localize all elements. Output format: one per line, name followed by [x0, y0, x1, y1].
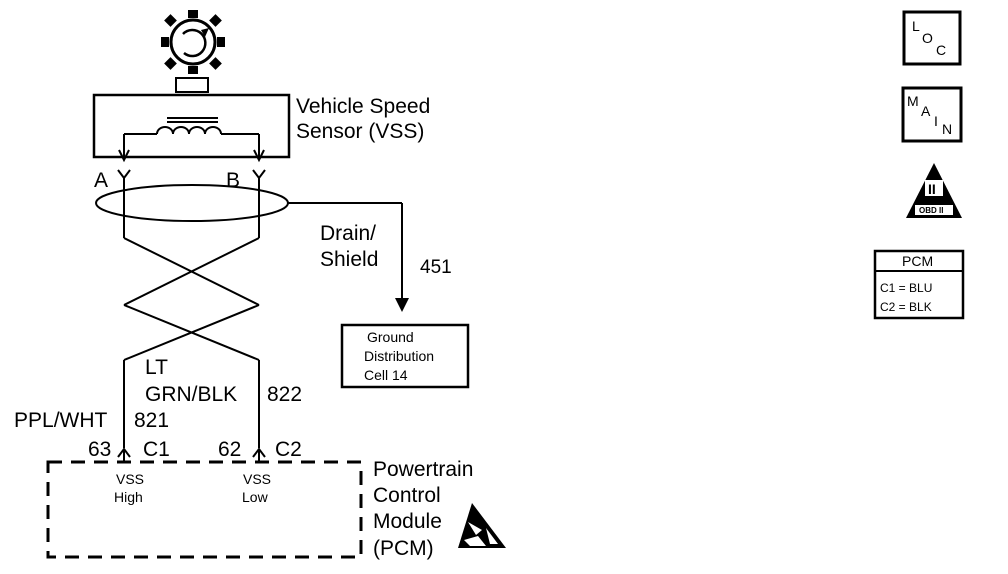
loc-symbol: L O C	[902, 10, 962, 66]
main-letter-a: A	[921, 103, 931, 119]
main-letter-i: I	[934, 113, 938, 129]
rotor-icon	[161, 10, 225, 93]
loc-letter-c: C	[936, 42, 946, 58]
vss-low-line2: Low	[242, 489, 269, 505]
vss-sensor-box	[92, 93, 291, 163]
pcm-name-line3: Module	[373, 510, 442, 533]
obd-text: OBD II	[919, 206, 943, 215]
terminal-a-label: A	[94, 169, 108, 192]
vss-high-line2: High	[114, 489, 143, 505]
legend-pcm-title: PCM	[902, 253, 933, 269]
vss-low-line1: VSS	[243, 471, 271, 487]
twisted-pair-wires	[123, 178, 260, 448]
main-letter-n: N	[942, 121, 952, 137]
wire-color-grn-blk: GRN/BLK	[145, 383, 237, 406]
terminal-b-label: B	[226, 169, 240, 192]
obd-numeral: II	[928, 181, 936, 197]
ground-line3: Cell 14	[364, 367, 408, 383]
loc-letter-l: L	[912, 18, 920, 34]
terminal-a-connector	[117, 169, 131, 180]
legend-pcm-c1: C1 = BLU	[880, 281, 932, 295]
circuit-821: 821	[134, 409, 169, 432]
loc-letter-o: O	[922, 30, 933, 46]
sensor-name-line1: Vehicle Speed	[296, 95, 430, 118]
pcm-box	[46, 460, 363, 559]
wire-color-lt: LT	[145, 356, 168, 379]
terminal-b-connector	[252, 169, 266, 180]
connector-c1: C1	[143, 438, 170, 461]
coil-symbol	[124, 117, 259, 135]
main-symbol: M A I N	[901, 86, 963, 143]
pcm-name-line1: Powertrain	[373, 458, 473, 481]
drain-label-line2: Shield	[320, 248, 378, 271]
wire-color-ppl-wht: PPL/WHT	[14, 409, 108, 432]
legend-pcm-c2: C2 = BLK	[880, 300, 932, 314]
pin-62: 62	[218, 438, 241, 461]
main-letter-m: M	[907, 93, 919, 109]
drain-label-line1: Drain/	[320, 222, 376, 245]
obd-ii-triangle-icon: II OBD II	[906, 163, 962, 218]
ground-distribution-box	[340, 323, 470, 389]
connector-c2: C2	[275, 438, 302, 461]
pcm-connector-legend: PCM C1 = BLU C2 = BLK	[873, 249, 965, 320]
ground-line2: Distribution	[364, 348, 434, 364]
pcm-name-line2: Control	[373, 484, 441, 507]
drain-wire	[288, 202, 409, 312]
ground-line1: Ground	[367, 329, 414, 345]
vss-high-line1: VSS	[116, 471, 144, 487]
drain-circuit-number: 451	[420, 257, 452, 278]
pcm-name-line4: (PCM)	[373, 537, 434, 560]
pin-63: 63	[88, 438, 111, 461]
esd-warning-icon	[458, 503, 506, 548]
sensor-name-line2: Sensor (VSS)	[296, 120, 424, 143]
circuit-822: 822	[267, 383, 302, 406]
